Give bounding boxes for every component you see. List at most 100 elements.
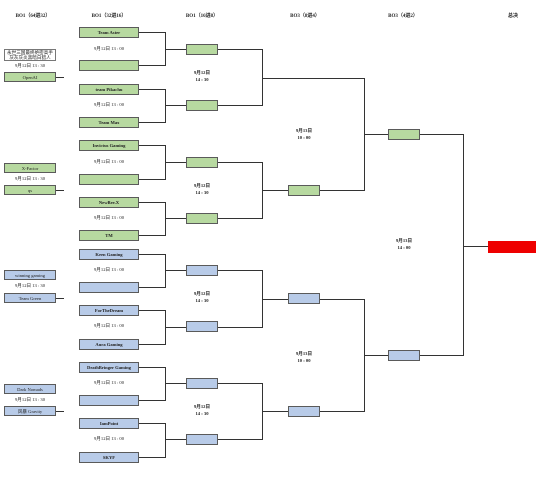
connector xyxy=(165,383,186,384)
r32-team-bottom xyxy=(79,174,139,185)
connector xyxy=(463,134,464,356)
header-final: 总决 xyxy=(507,14,518,19)
connector xyxy=(320,411,364,412)
r32-match-time: 9月12日 13 : 00 xyxy=(94,46,124,51)
r32-team-top: NewBee.X xyxy=(79,197,139,208)
connector xyxy=(139,423,165,424)
header-r4: BO3（4进2） xyxy=(388,14,418,19)
connector xyxy=(56,77,64,78)
connector xyxy=(165,439,186,440)
connector xyxy=(139,32,165,33)
connector xyxy=(165,218,186,219)
connector xyxy=(218,270,262,271)
connector xyxy=(364,134,388,135)
connector xyxy=(165,270,186,271)
connector xyxy=(165,423,166,458)
r32-match-time: 9月12日 13 : 00 xyxy=(94,436,124,441)
r64-team-top-label-2: 灰灰灰炎黑暗白猎人 xyxy=(9,55,51,60)
connector xyxy=(139,367,165,368)
header-r8: BO3（8进4） xyxy=(290,14,320,19)
r32-team-bottom xyxy=(79,60,139,71)
connector xyxy=(364,355,388,356)
connector xyxy=(165,202,166,236)
r16-slot xyxy=(186,44,218,55)
connector xyxy=(56,190,64,191)
r16-match-time: 9月12日 14 : 30 xyxy=(193,70,211,82)
r8-slot xyxy=(288,293,320,304)
connector xyxy=(262,190,288,191)
header-r64: BO1（64进32） xyxy=(15,14,51,19)
connector xyxy=(165,367,166,401)
connector xyxy=(165,254,166,288)
r4-slot xyxy=(388,129,420,140)
r64-team-top-label: 永世三国最终绝密高手 xyxy=(7,50,53,55)
final-match-time: 9月13日 14 : 00 xyxy=(395,238,413,250)
connector xyxy=(262,299,288,300)
r32-match-time: 9月12日 13 : 00 xyxy=(94,380,124,385)
r32-match-time: 9月12日 13 : 00 xyxy=(94,215,124,220)
connector xyxy=(218,327,262,328)
r16-match-time: 9月12日 14 : 30 xyxy=(193,404,211,416)
r64-match-time: 9月12日 13 : 30 xyxy=(15,283,45,288)
r32-team-bottom: Team Max xyxy=(79,117,139,128)
connector xyxy=(320,299,364,300)
r64-team-top: 永世三国最终绝密高手 灰灰灰炎黑暗白猎人 xyxy=(4,49,56,61)
r32-match-time: 9月12日 13 : 00 xyxy=(94,267,124,272)
connector xyxy=(165,49,186,50)
connector xyxy=(139,122,165,123)
connector xyxy=(165,327,186,328)
connector xyxy=(420,355,463,356)
connector xyxy=(139,235,165,236)
r16-match-time: 9月12日 14 : 30 xyxy=(193,183,211,195)
r64-team-top: Dark Nomads xyxy=(4,384,56,394)
connector xyxy=(218,218,262,219)
r16-slot xyxy=(186,157,218,168)
r16-match-time: 9月12日 14 : 30 xyxy=(193,291,211,303)
connector xyxy=(139,145,165,146)
champion-slot xyxy=(488,241,536,253)
r16-slot xyxy=(186,434,218,445)
connector xyxy=(262,49,263,106)
r16-slot xyxy=(186,100,218,111)
connector xyxy=(262,78,288,79)
r32-team-bottom: Aura Gaming xyxy=(79,339,139,350)
connector xyxy=(463,246,488,247)
r16-slot xyxy=(186,213,218,224)
connector xyxy=(218,162,262,163)
header-r16: BO1（16进8） xyxy=(185,14,219,19)
r64-match-time: 9月12日 13 : 30 xyxy=(15,63,45,68)
r32-team-top: team Pikachu xyxy=(79,84,139,95)
connector xyxy=(320,190,364,191)
connector xyxy=(165,162,186,163)
connector xyxy=(218,439,262,440)
connector xyxy=(218,49,262,50)
r8-slot xyxy=(288,185,320,196)
connector xyxy=(139,287,165,288)
connector xyxy=(262,411,288,412)
connector xyxy=(56,298,64,299)
connector xyxy=(139,89,165,90)
r32-team-top: Keen Gaming xyxy=(79,249,139,260)
r16-slot xyxy=(186,321,218,332)
connector xyxy=(165,89,166,123)
r32-match-time: 9月12日 13 : 00 xyxy=(94,159,124,164)
connector xyxy=(139,310,165,311)
r8-match-time: 9月13日 10 : 00 xyxy=(295,128,313,140)
r32-team-top: DeathBringer Gaming xyxy=(79,362,139,373)
r32-team-top: ForTheDream xyxy=(79,305,139,316)
r64-match-time: 9月12日 13 : 30 xyxy=(15,397,45,402)
r32-team-bottom: TM xyxy=(79,230,139,241)
r32-team-top: Team Aster xyxy=(79,27,139,38)
connector xyxy=(139,457,165,458)
r32-match-time: 9月12日 13 : 00 xyxy=(94,102,124,107)
connector xyxy=(165,105,186,106)
r4-slot xyxy=(388,350,420,361)
r64-team-bottom: qs xyxy=(4,185,56,195)
r32-team-bottom xyxy=(79,282,139,293)
r8-slot xyxy=(288,406,320,417)
header-r32: BO1（32进16） xyxy=(91,14,127,19)
r64-team-bottom: 风暴 Gravity xyxy=(4,406,56,416)
r32-team-top: IamPoint xyxy=(79,418,139,429)
r64-team-bottom: OpenAI xyxy=(4,72,56,82)
r64-match-time: 9月12日 13 : 30 xyxy=(15,176,45,181)
